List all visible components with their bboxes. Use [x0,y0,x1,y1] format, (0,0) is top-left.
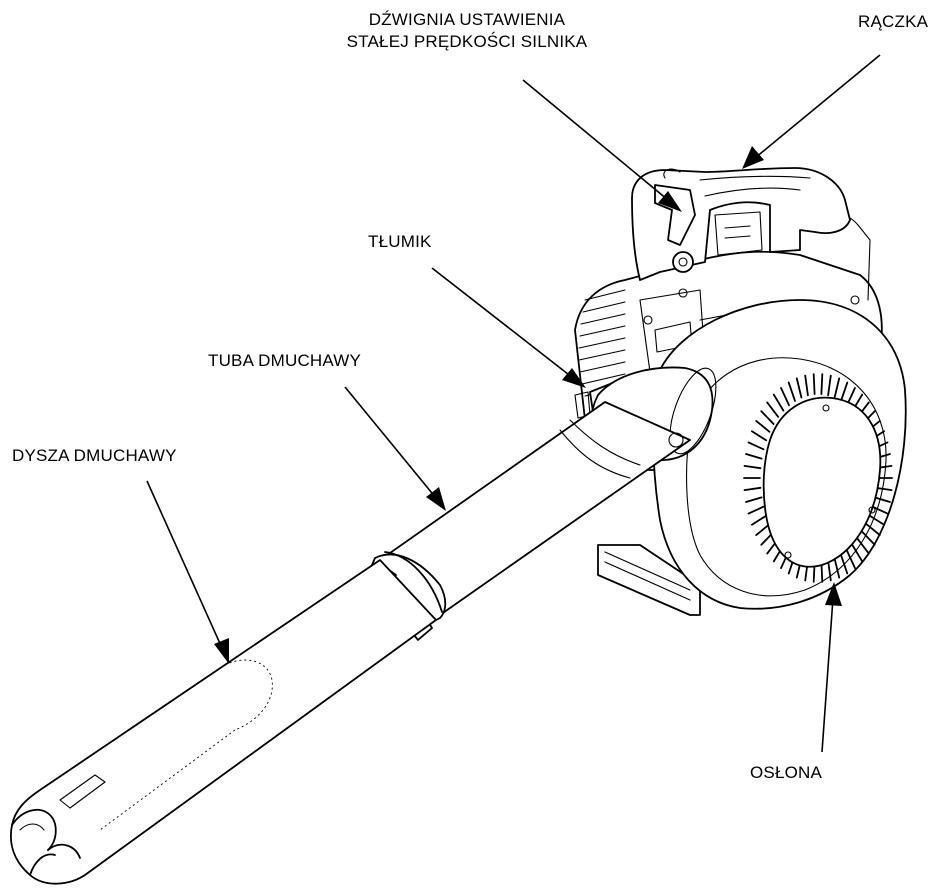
label-speed-lever-line1: DŹWIGNIA USTAWIENIA [368,10,566,29]
grille-fin [868,514,885,526]
grille-fin [760,410,775,425]
grille-fin [827,559,832,582]
grille-fin [820,373,824,396]
grille-fin [846,549,856,569]
label-speed-lever-line2: STAŁEJ PRĘDKOŚCI SILNIKA [346,32,588,51]
grille-fin [747,441,765,451]
grille-fin [833,557,841,579]
grille-fin [751,514,768,526]
grille-fin [745,453,763,460]
grille-fin [795,377,803,399]
grille-fin [751,430,768,442]
fan-housing [652,299,907,610]
cylinder-fins [578,289,626,397]
label-speed-lever: DŹWIGNIA USTAWIENIA STAŁEJ PRĘDKOŚCI SIL… [298,9,636,53]
label-muffler: TŁUMIK [368,232,432,251]
grille-fin [766,401,780,418]
grille-fin [743,464,762,470]
grille-fin [873,496,891,503]
grille-fin [840,381,849,402]
grille-fin [827,374,832,397]
blower-nozzle [10,559,437,885]
grille-fin [755,419,771,433]
grille-fin [787,381,796,402]
grille-fin [840,554,849,575]
label-blower-tube: TUBA DMUCHAWY [208,351,362,370]
grille-fin [851,544,864,563]
grille-fin [747,505,765,515]
label-cover: OSŁONA [750,763,823,782]
grille-fin [743,486,762,492]
grille-fin [772,393,785,412]
grille-fin [780,386,790,407]
grille-fin [871,505,889,515]
label-blower-nozzle: DYSZA DMUCHAWY [12,446,177,465]
grille-fin [745,496,763,503]
grille-fin [812,373,816,396]
leader-lines [146,54,881,753]
grille-fin [804,374,809,397]
grille-fin [755,523,771,536]
grille-fin [856,538,870,555]
grille-fin [833,377,841,399]
label-handle: RĄCZKA [858,12,929,31]
grille-fin [865,523,881,536]
grille-fin [861,531,876,546]
